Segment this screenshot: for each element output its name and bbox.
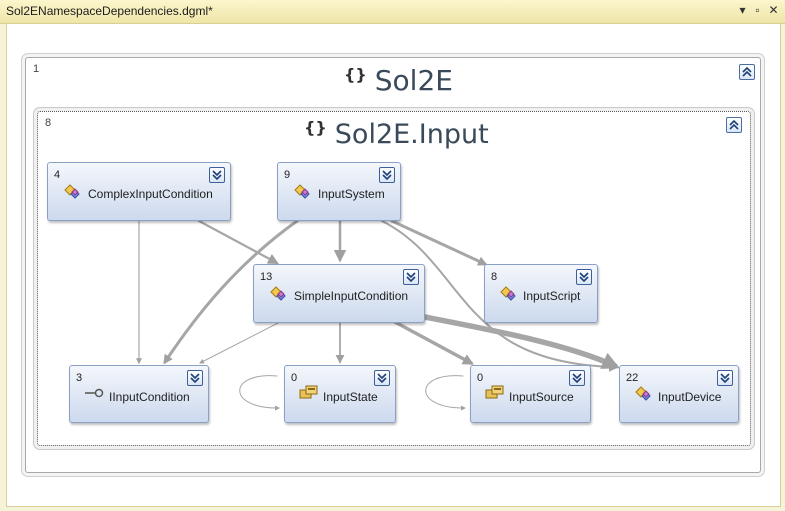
- node-count: 9: [284, 169, 291, 181]
- group-count: 1: [33, 63, 40, 75]
- edge-simple-to-source: [393, 320, 474, 365]
- node-label: InputSystem: [318, 187, 385, 201]
- node-count: 22: [626, 372, 639, 384]
- collapse-group-button[interactable]: [739, 64, 755, 80]
- node-count: 4: [54, 169, 61, 181]
- graph-canvas[interactable]: 1 {}Sol2E 8 {}Sol2E.Input: [6, 23, 781, 507]
- node-count: 0: [477, 372, 484, 384]
- collapse-group-button[interactable]: [726, 117, 742, 133]
- node-label: InputScript: [523, 289, 581, 303]
- node-input-device[interactable]: 22 InputDevice: [619, 365, 739, 423]
- close-icon[interactable]: ✕: [768, 3, 779, 17]
- node-input-source[interactable]: 0 InputSource: [470, 365, 591, 423]
- class-icon: [634, 386, 652, 407]
- edge-system-to-script: [390, 219, 488, 266]
- struct-icon: [485, 385, 505, 405]
- expand-node-button[interactable]: [209, 167, 225, 183]
- node-input-script[interactable]: 8 InputScript: [484, 264, 598, 323]
- node-count: 0: [291, 372, 298, 384]
- edge-simple-to-device: [422, 314, 620, 369]
- expand-node-button[interactable]: [379, 167, 395, 183]
- struct-icon: [299, 385, 319, 405]
- node-label: SimpleInputCondition: [294, 289, 409, 303]
- node-label: ComplexInputCondition: [88, 187, 213, 201]
- interface-icon: [84, 386, 104, 404]
- document-tab: Sol2ENamespaceDependencies.dgml* ▾ ▫ ✕: [0, 0, 785, 24]
- node-label: InputDevice: [658, 390, 722, 404]
- node-simple-input-condition[interactable]: 13 SimpleInputCondition: [253, 264, 425, 323]
- class-icon: [269, 286, 287, 307]
- expand-node-button[interactable]: [374, 370, 390, 386]
- chevron-up-icon: [742, 67, 752, 77]
- node-label: InputSource: [509, 390, 574, 404]
- chevron-down-icon: [190, 373, 200, 383]
- class-icon: [293, 184, 311, 205]
- expand-node-button[interactable]: [576, 269, 592, 285]
- expand-node-button[interactable]: [717, 370, 733, 386]
- expand-node-button[interactable]: [187, 370, 203, 386]
- edge-state-self-loop: [239, 375, 280, 411]
- chevron-down-icon: [406, 272, 416, 282]
- node-input-state[interactable]: 0 InputState: [284, 365, 396, 423]
- chevron-down-icon: [579, 272, 589, 282]
- expand-node-button[interactable]: [569, 370, 585, 386]
- namespace-icon: {}: [304, 118, 327, 137]
- edge-simple-to-iinput: [199, 321, 281, 364]
- group-title: {}Sol2E.Input: [304, 118, 489, 150]
- node-count: 13: [260, 271, 273, 283]
- chevron-down-icon: [212, 170, 222, 180]
- class-icon: [63, 184, 81, 205]
- dropdown-icon[interactable]: ▾: [739, 3, 746, 17]
- chevron-down-icon: [377, 373, 387, 383]
- expand-node-button[interactable]: [403, 269, 419, 285]
- edge-system-to-iinput: [163, 219, 299, 365]
- document-title: Sol2ENamespaceDependencies.dgml*: [6, 4, 213, 18]
- node-iinput-condition[interactable]: 3 IInputCondition: [69, 365, 209, 423]
- edge-complex-to-simple: [197, 219, 279, 265]
- node-count: 8: [491, 271, 498, 283]
- class-icon: [499, 286, 517, 307]
- chevron-down-icon: [572, 373, 582, 383]
- edge-source-self-loop: [425, 375, 466, 411]
- node-complex-input-condition[interactable]: 4 ComplexInputCondition: [47, 162, 231, 221]
- node-count: 3: [76, 372, 83, 384]
- maximize-icon[interactable]: ▫: [755, 3, 760, 17]
- edge-system-to-device: [381, 220, 619, 372]
- group-title: {}Sol2E: [344, 64, 453, 97]
- node-input-system[interactable]: 9 InputSystem: [277, 162, 401, 221]
- chevron-up-icon: [729, 120, 739, 130]
- node-label: InputState: [323, 390, 378, 404]
- namespace-icon: {}: [344, 65, 367, 84]
- chevron-down-icon: [720, 373, 730, 383]
- chevron-down-icon: [382, 170, 392, 180]
- group-count: 8: [45, 117, 52, 129]
- node-label: IInputCondition: [109, 390, 190, 404]
- dependency-edges: [136, 219, 620, 411]
